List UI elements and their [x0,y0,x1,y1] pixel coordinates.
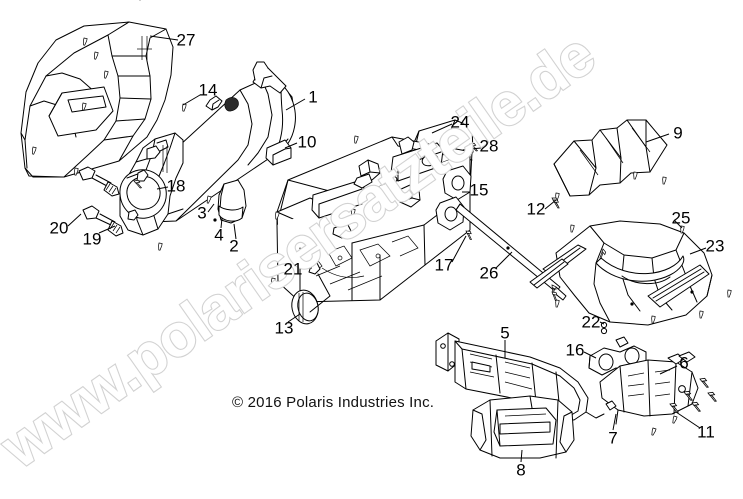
callout-washer-skid-plate: 22 [581,312,601,332]
callout-muffler-heat-shield-outer: 27 [176,30,196,50]
part-27-heat-shield-outer [20,21,174,178]
callout-exhaust-gasket: 16 [565,340,585,360]
callout-muffler-silencer: 1 [308,87,318,107]
callout-skid-plate-belly-pan: 23 [705,236,725,256]
leader-lines [67,35,707,463]
callout-clamp-strap: 14 [198,80,218,100]
callout-support-rod-brace: 26 [479,263,499,283]
parts-2-3-4-shield-cap [205,179,247,224]
callout-bolt-nut-hardware-set: 11 [697,422,715,442]
part-9-corrugated-shield [549,119,668,233]
callout-washer: 4 [214,225,224,245]
callout-screw-skid-plate: 25 [671,208,691,228]
part-18-exhaust-bracket [119,132,184,236]
callout-screw-support-rod: 17 [434,255,454,275]
callout-spacer-sleeve: 19 [82,229,102,249]
part-23-skid-plate [529,220,732,335]
part-15-main-box [139,0,567,325]
callout-heat-shield-cap: 2 [229,236,239,256]
part-26-support-rod [455,203,567,301]
callout-screw-flange: 28 [479,136,499,156]
parts-19-20-hardware [78,166,124,237]
callout-pipe-heat-shield-lower: 8 [516,460,526,480]
part-6-resonator [599,351,699,425]
copyright-notice: © 2016 Polaris Industries Inc. [232,394,435,411]
callout-exhaust-manifold-flange: 7 [608,428,618,448]
callout-exhaust-head-pipe: 5 [500,323,510,343]
callout-rubber-mount-grommet: 10 [297,132,317,152]
callout-heat-shield-plate-upper: 24 [450,112,470,132]
callout-screw-small: 3 [197,203,207,223]
callout-exhaust-bracket-mount: 18 [166,176,186,196]
callout-catalytic-resonator: 6 [679,353,689,373]
callout-exhaust-seal-ring: 13 [274,318,294,338]
part-8-pipe-heat-shield [470,395,575,459]
callout-screw-clip: 21 [283,259,303,279]
callout-corrugated-heat-shield: 9 [673,123,683,143]
callout-isolator-bushing: 15 [469,180,489,200]
callout-screw-push-rivet: 12 [526,199,546,219]
callout-bolt-flange-long: 20 [49,218,69,238]
